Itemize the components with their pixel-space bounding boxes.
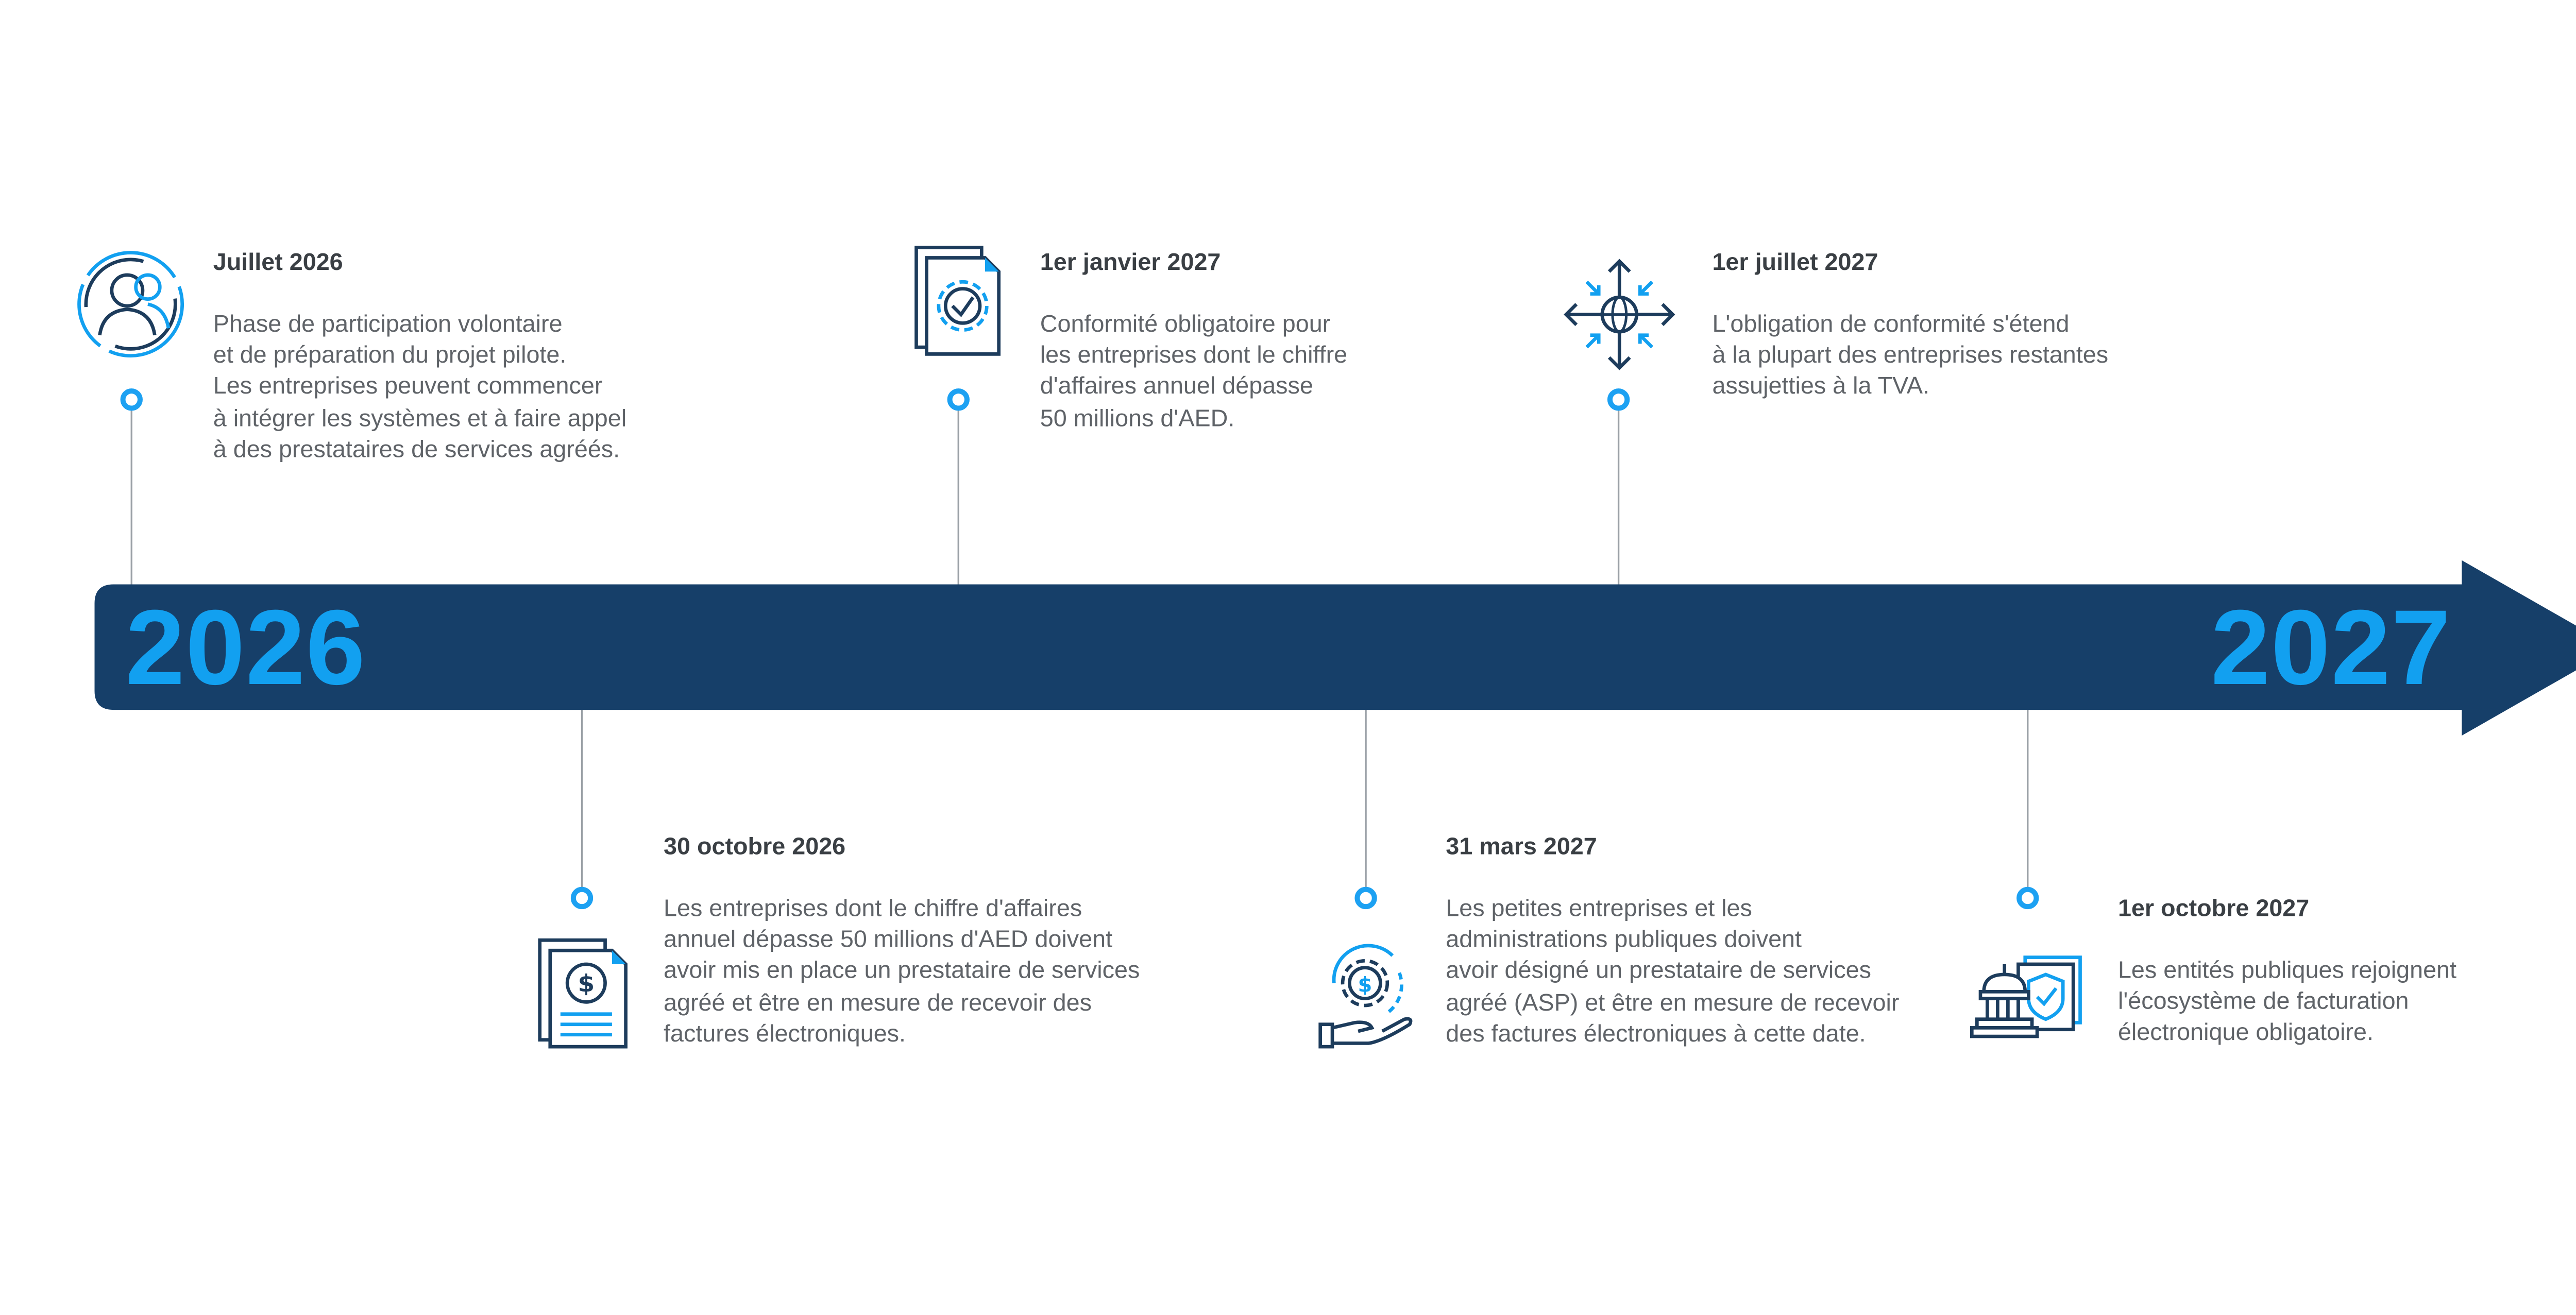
- milestone-description: Les petites entreprises et les administr…: [1446, 892, 1899, 1049]
- description-line: d'affaires annuel dépasse: [1040, 372, 1313, 400]
- description-line: Phase de participation volontaire: [213, 309, 563, 337]
- description-line: administrations publiques doivent: [1446, 925, 1802, 953]
- hand-gear-dollar-icon: $: [1318, 944, 1413, 1049]
- connector-line: [130, 411, 132, 586]
- connector-line: [581, 708, 583, 889]
- svg-text:$: $: [578, 970, 595, 998]
- globe-arrows-icon: [1564, 259, 1675, 370]
- milestone-marker: [1354, 886, 1377, 910]
- description-line: à des prestataires de services agréés.: [213, 434, 620, 462]
- milestone-date: 1er janvier 2027: [1040, 247, 1221, 275]
- description-line: des factures électroniques à cette date.: [1446, 1019, 1866, 1047]
- description-line: 50 millions d'AED.: [1040, 403, 1235, 431]
- end-year: 2027: [2211, 589, 2452, 708]
- connector-line: [957, 411, 959, 586]
- description-line: avoir désigné un prestataire de services: [1446, 956, 1872, 984]
- connector-line: [2027, 708, 2029, 889]
- description-line: et de préparation du projet pilote.: [213, 340, 567, 368]
- description-line: Conformité obligatoire pour: [1040, 309, 1331, 337]
- milestone-date: 1er octobre 2027: [2117, 894, 2310, 921]
- description-line: l'écosystème de facturation: [2117, 987, 2409, 1015]
- description-line: agréé (ASP) et être en mesure de recevoi…: [1446, 987, 1900, 1015]
- description-line: Les petites entreprises et les: [1446, 894, 1752, 921]
- description-line: agréé et être en mesure de recevoir des: [664, 987, 1092, 1015]
- milestone-date: Juillet 2026: [213, 247, 343, 275]
- milestone-date: 1er juillet 2027: [1712, 247, 1878, 275]
- start-year: 2026: [125, 589, 366, 708]
- svg-text:$: $: [1358, 973, 1372, 997]
- connector-line: [1617, 411, 1620, 586]
- milestone-marker: [2016, 886, 2039, 910]
- milestone-marker: [570, 886, 594, 910]
- milestone-description: L'obligation de conformité s'étend à la …: [1712, 308, 2108, 401]
- milestone-description: Les entreprises dont le chiffre d'affair…: [664, 892, 1140, 1049]
- document-gear-check-icon: [914, 246, 1001, 356]
- dollar-document-icon: $: [538, 938, 628, 1049]
- description-line: L'obligation de conformité s'étend: [1712, 309, 2070, 337]
- description-line: Les entreprises dont le chiffre d'affair…: [664, 894, 1082, 921]
- description-line: Les entités publiques rejoignent: [2117, 955, 2457, 983]
- description-line: assujetties à la TVA.: [1712, 372, 1929, 400]
- connector-line: [1365, 708, 1367, 889]
- milestone-description: Phase de participation volontaire et de …: [213, 308, 626, 464]
- description-line: électronique obligatoire.: [2117, 1018, 2374, 1046]
- milestone-marker: [120, 388, 143, 411]
- description-line: à intégrer les systèmes et à faire appel: [213, 403, 627, 431]
- milestone-date: 30 octobre 2026: [664, 832, 846, 860]
- milestone-description: Conformité obligatoire pour les entrepri…: [1040, 308, 1347, 433]
- milestone-marker: [1607, 388, 1630, 411]
- description-line: factures électroniques.: [664, 1019, 906, 1047]
- description-line: avoir mis en place un prestataire de ser…: [664, 956, 1140, 984]
- government-shield-icon: [1970, 955, 2082, 1038]
- description-line: annuel dépasse 50 millions d'AED doivent: [664, 925, 1113, 953]
- description-line: à la plupart des entreprises restantes: [1712, 340, 2109, 368]
- description-line: Les entreprises peuvent commencer: [213, 372, 603, 400]
- milestone-date: 31 mars 2027: [1446, 832, 1597, 860]
- milestone-marker: [947, 388, 970, 411]
- description-line: les entreprises dont le chiffre: [1040, 340, 1348, 368]
- milestone-description: Les entités publiques rejoignent l'écosy…: [2118, 954, 2456, 1048]
- user-circle-icon: [77, 251, 184, 358]
